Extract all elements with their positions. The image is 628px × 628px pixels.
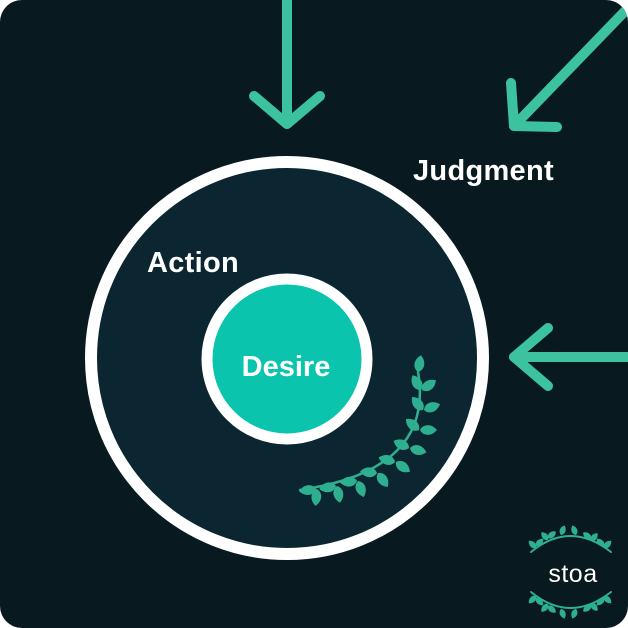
judgment-label: Judgment: [413, 155, 554, 187]
brand-logo-text: stoa: [548, 560, 598, 588]
desire-label: Desire: [241, 351, 331, 383]
laurel-branch-icon: [298, 354, 442, 507]
action-label: Action: [147, 247, 240, 279]
desire-circle: [201, 273, 373, 445]
arrow-down-icon: [249, 0, 325, 129]
laurel-wreath-icon: [526, 524, 614, 620]
arrow-left-icon: [509, 323, 628, 391]
arrow-down-left-icon: [506, 3, 628, 132]
